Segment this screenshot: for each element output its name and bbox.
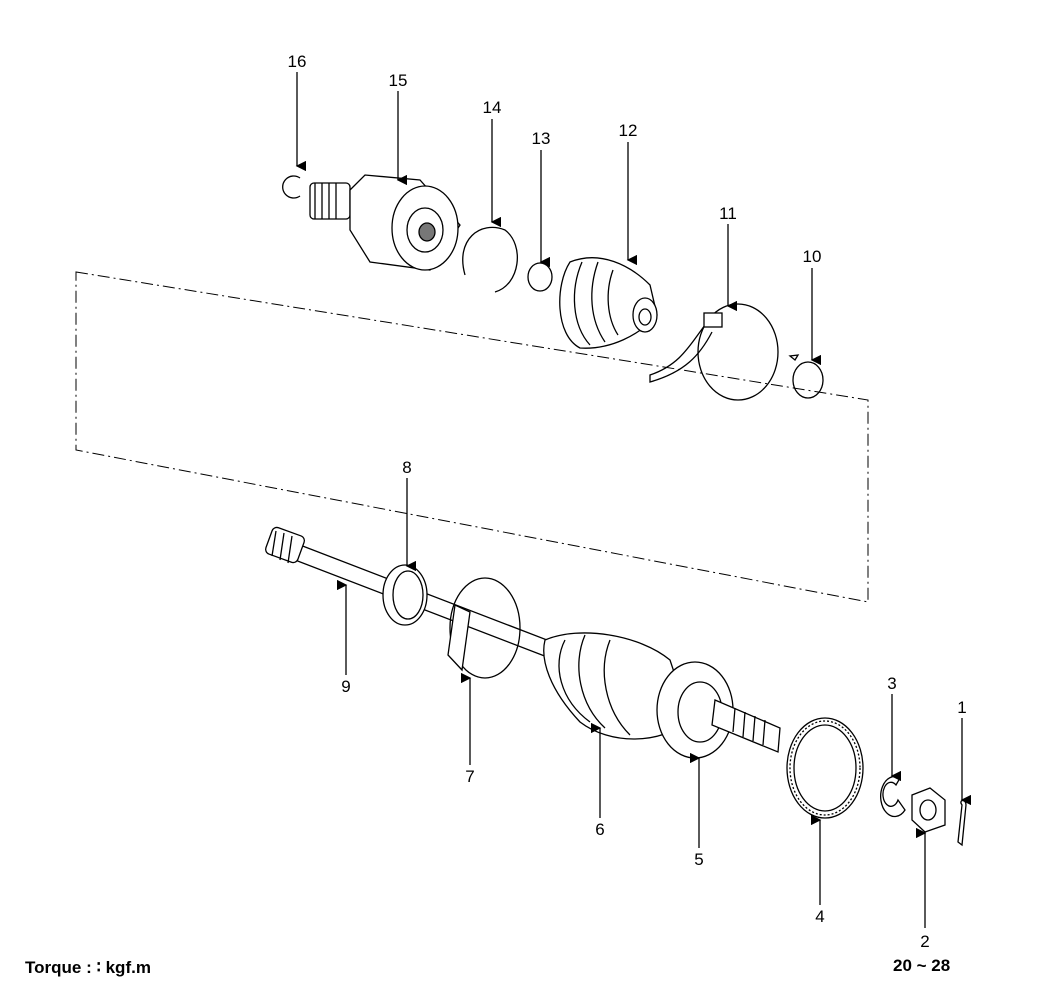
part-number-5: 5 <box>694 850 703 869</box>
part-number-14: 14 <box>483 98 502 117</box>
shaft-9 <box>264 526 561 661</box>
tone-wheel-4 <box>786 717 864 819</box>
boot-12 <box>559 257 658 349</box>
part-number-6: 6 <box>595 820 604 839</box>
part-number-13: 13 <box>532 129 551 148</box>
torque-label: Torque : ∶ kgf.m <box>25 958 151 977</box>
snap-ring-16 <box>282 175 301 199</box>
part-number-4: 4 <box>815 907 824 926</box>
part-number-15: 15 <box>389 71 408 90</box>
torque-value: 20 ~ 28 <box>893 956 951 975</box>
band-7 <box>447 577 521 679</box>
part-number-1: 1 <box>957 698 966 717</box>
part-number-8: 8 <box>402 458 411 477</box>
boot-6 <box>543 632 691 740</box>
boot-band-11 <box>649 303 779 401</box>
part-number-3: 3 <box>887 674 896 693</box>
part-number-9: 9 <box>341 677 350 696</box>
part-number-2: 2 <box>920 932 929 951</box>
part-number-11: 11 <box>719 204 737 223</box>
band-8 <box>382 564 428 626</box>
boot-band-10 <box>788 354 824 399</box>
part-number-16: 16 <box>288 52 307 71</box>
washer-3 <box>880 775 906 818</box>
part-number-10: 10 <box>803 247 822 266</box>
outer-joint-5 <box>656 661 781 759</box>
leader-lines <box>295 72 972 928</box>
circlip-13 <box>527 262 553 292</box>
cotter-pin-1 <box>957 799 967 847</box>
part-number-7: 7 <box>465 767 474 786</box>
circlip-14 <box>462 226 518 293</box>
nut-2 <box>911 787 946 833</box>
reference-frame <box>75 271 869 603</box>
outer-race-15 <box>309 174 461 271</box>
part-number-12: 12 <box>619 121 638 140</box>
